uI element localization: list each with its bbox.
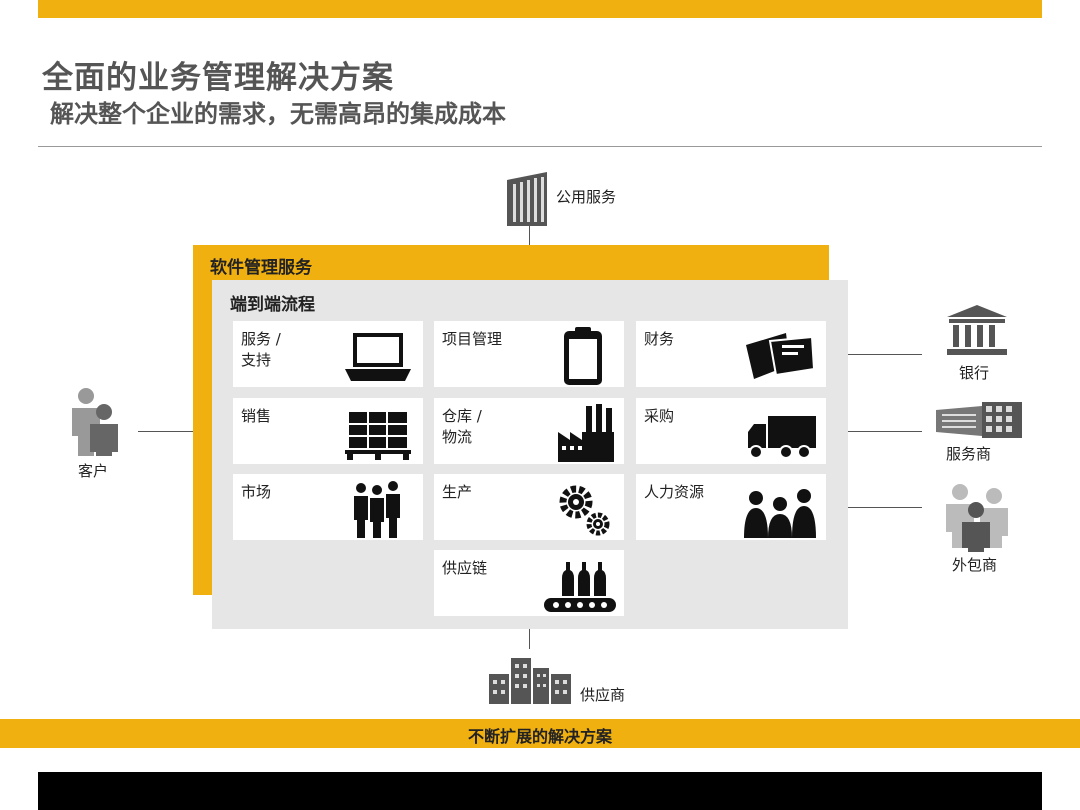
pallet-boxes-icon xyxy=(345,412,411,460)
public-services-label: 公用服务 xyxy=(556,188,617,206)
header-divider xyxy=(38,146,1042,147)
process-cell-sales: 销售 xyxy=(233,398,423,464)
connector-outsourcer xyxy=(848,507,922,508)
page-title: 全面的业务管理解决方案 xyxy=(42,60,394,96)
truck-icon xyxy=(748,416,816,459)
top-accent-bar xyxy=(38,0,1042,18)
laptop-icon xyxy=(345,333,411,381)
process-cell-supply-chain: 供应链 xyxy=(434,550,624,616)
customers-icon xyxy=(72,388,118,456)
connector-supplier xyxy=(529,629,530,649)
cell-label: 采购 xyxy=(644,407,675,425)
cell-label: 服务 / 支持 xyxy=(241,330,281,369)
gears-icon xyxy=(559,485,610,536)
outsourcer-label: 外包商 xyxy=(952,556,998,574)
outsourcers-icon xyxy=(946,484,1008,552)
bottom-black-bar xyxy=(38,772,1042,810)
process-cell-procurement: 采购 xyxy=(636,398,826,464)
service-provider-building-icon xyxy=(936,402,1022,438)
cell-label: 生产 xyxy=(442,483,473,501)
cell-label: 仓库 / 物流 xyxy=(442,407,482,446)
page-subtitle: 解决整个企业的需求，无需高昂的集成成本 xyxy=(50,100,506,128)
connector-customer xyxy=(138,431,213,432)
process-cell-service-support: 服务 / 支持 xyxy=(233,321,423,387)
end-to-end-title: 端到端流程 xyxy=(230,295,315,315)
process-cell-human-resources: 人力资源 xyxy=(636,474,826,540)
software-services-title: 软件管理服务 xyxy=(210,258,312,278)
factory-icon xyxy=(558,404,614,462)
connector-service-provider xyxy=(848,431,922,432)
checks-icon xyxy=(746,333,816,379)
cell-label: 人力资源 xyxy=(644,483,705,501)
conveyor-bottles-icon xyxy=(544,562,616,612)
connector-bank xyxy=(848,354,922,355)
process-cell-production: 生产 xyxy=(434,474,624,540)
supplier-buildings-icon xyxy=(489,658,571,704)
cell-label: 财务 xyxy=(644,330,675,348)
clipboard-icon xyxy=(564,327,602,385)
cell-label: 项目管理 xyxy=(442,330,503,348)
process-cell-marketing: 市场 xyxy=(233,474,423,540)
office-building-icon xyxy=(507,172,547,226)
service-provider-label: 服务商 xyxy=(946,445,992,463)
process-cell-project-management: 项目管理 xyxy=(434,321,624,387)
bottom-accent-band xyxy=(0,719,1080,748)
process-cell-warehouse-logistics: 仓库 / 物流 xyxy=(434,398,624,464)
business-people-icon xyxy=(354,481,400,538)
customer-label: 客户 xyxy=(78,462,109,480)
team-silhouettes-icon xyxy=(744,489,816,538)
bank-label: 银行 xyxy=(959,364,990,382)
cell-label: 供应链 xyxy=(442,559,488,577)
cell-label: 销售 xyxy=(241,407,272,425)
process-cell-finance: 财务 xyxy=(636,321,826,387)
bank-icon xyxy=(947,305,1007,355)
footer-tagline: 不断扩展的解决方案 xyxy=(467,727,612,746)
supplier-label: 供应商 xyxy=(580,686,626,704)
cell-label: 市场 xyxy=(241,483,272,501)
